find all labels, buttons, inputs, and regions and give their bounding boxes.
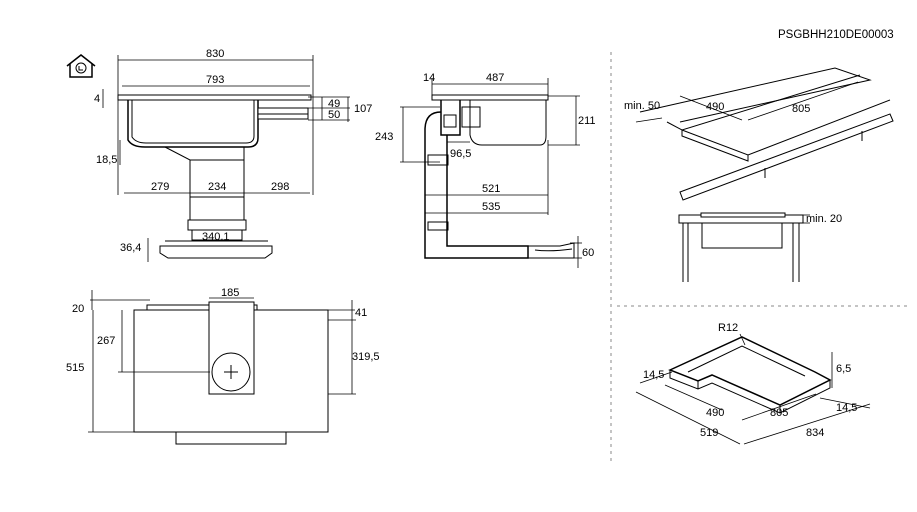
- dim-490-cutout: 490: [706, 101, 724, 113]
- dim-515: 515: [66, 362, 84, 374]
- cutout-view: min. 50 490 805 min. 20: [624, 67, 894, 282]
- dim-18-5: 18,5: [96, 154, 117, 166]
- top-view: 20 185 41 267 515 319,5: [66, 287, 380, 445]
- dim-49: 49: [328, 98, 340, 110]
- dim-793: 793: [206, 74, 224, 86]
- dim-185: 185: [221, 287, 239, 299]
- dim-279: 279: [151, 181, 169, 193]
- dim-487: 487: [486, 72, 504, 84]
- dim-298: 298: [271, 181, 289, 193]
- flush-view: R12 6,5 14,5 14,5 490 805 519 834: [635, 322, 871, 445]
- dim-234: 234: [208, 181, 226, 193]
- dim-519: 519: [700, 427, 718, 439]
- dim-340-1: 340,1: [202, 231, 230, 243]
- dim-20: 20: [72, 303, 84, 315]
- dim-60: 60: [582, 247, 594, 259]
- side-view: 14 487 243 211 96,5 521 535 60: [375, 72, 596, 268]
- dim-830: 830: [206, 48, 224, 60]
- dim-50: 50: [328, 109, 340, 121]
- dim-805-flush: 805: [770, 407, 788, 419]
- dim-805-cutout: 805: [792, 103, 810, 115]
- dim-36-4: 36,4: [120, 242, 141, 254]
- dim-211: 211: [578, 115, 596, 127]
- dim-96-5: 96,5: [450, 148, 471, 160]
- dim-6-5: 6,5: [836, 363, 851, 375]
- dim-834: 834: [806, 427, 824, 439]
- dim-267: 267: [97, 335, 115, 347]
- dim-r12: R12: [718, 322, 738, 334]
- dim-490-flush: 490: [706, 407, 724, 419]
- dim-14-5-right: 14,5: [836, 402, 857, 414]
- dim-14: 14: [423, 72, 435, 84]
- dim-535: 535: [482, 201, 500, 213]
- text-min-20: min. 20: [806, 213, 842, 225]
- energy-class-house-icon: [66, 54, 96, 78]
- drawing-code: PSGBHH210DE00003: [778, 29, 894, 41]
- front-view: 830 793 4 49 50 107 36,4 340,1: [94, 48, 372, 262]
- text-min-50: min. 50: [624, 100, 660, 112]
- dim-4: 4: [94, 93, 100, 105]
- dim-41: 41: [355, 307, 367, 319]
- dim-107: 107: [354, 103, 372, 115]
- dim-14-5-left: 14,5: [643, 369, 664, 381]
- dim-521: 521: [482, 183, 500, 195]
- dim-319-5: 319,5: [352, 351, 380, 363]
- dim-243: 243: [375, 131, 393, 143]
